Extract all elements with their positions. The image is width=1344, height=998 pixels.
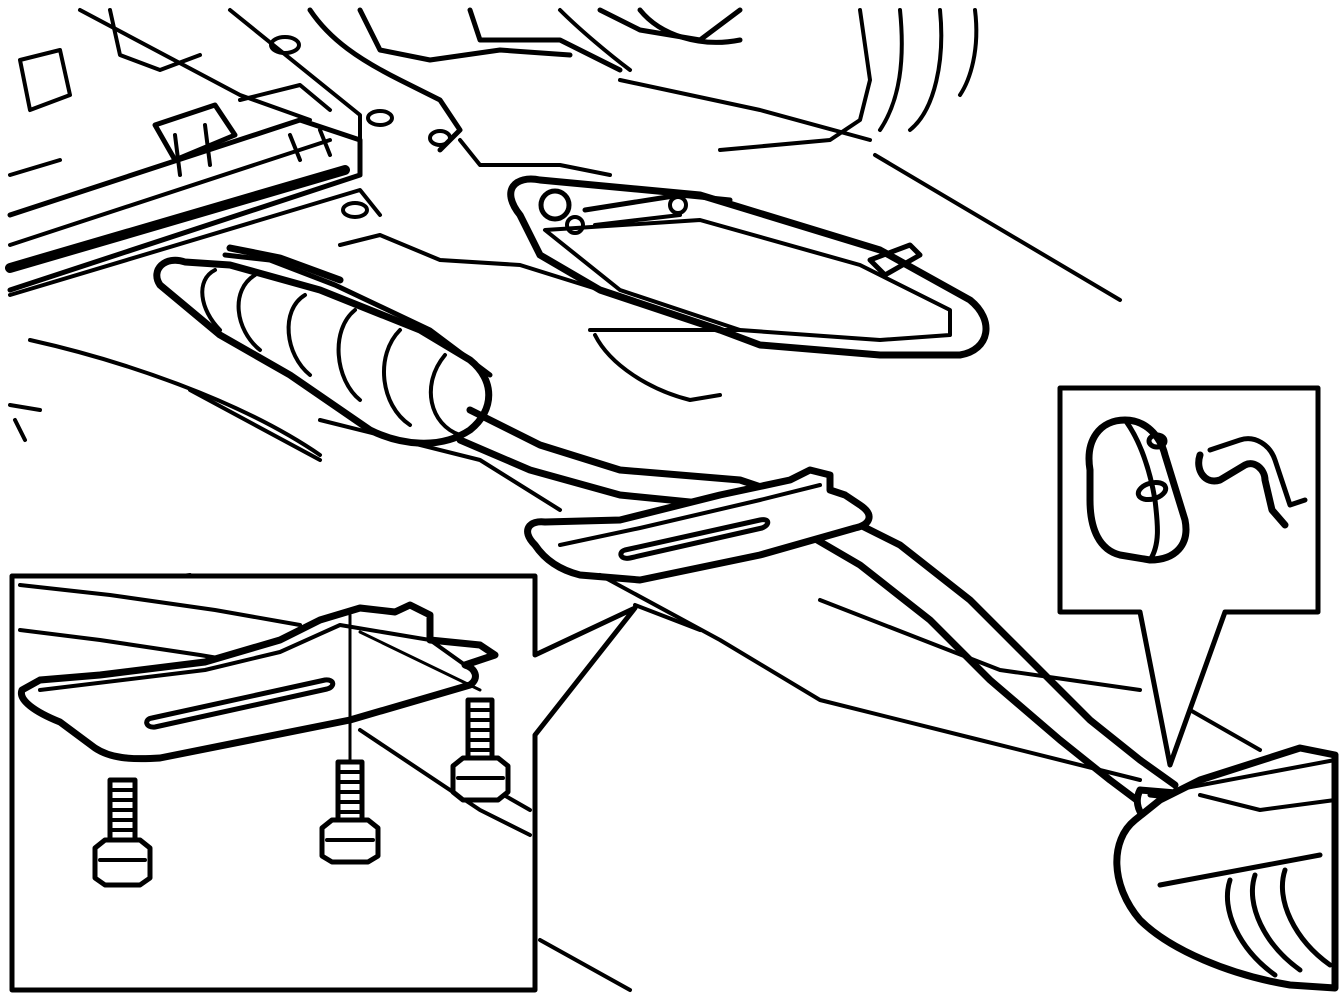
chassis-underbody [5, 7, 1122, 302]
catalytic-converter [153, 244, 493, 447]
heat-shield [524, 466, 873, 584]
bolt [450, 697, 511, 803]
hanger-bracket [1195, 436, 1308, 529]
bolt [319, 759, 381, 865]
bolt-detail-callout [9, 573, 638, 993]
floor-panel-lines [8, 338, 1142, 992]
hanger-detail-callout [1057, 385, 1321, 768]
mounting-plate [338, 175, 990, 402]
pointer-lines [348, 613, 482, 762]
rubber-hanger [1085, 416, 1190, 564]
rear-muffler [1113, 708, 1339, 992]
detail-heat-shield [17, 583, 532, 837]
bolt [92, 777, 153, 888]
